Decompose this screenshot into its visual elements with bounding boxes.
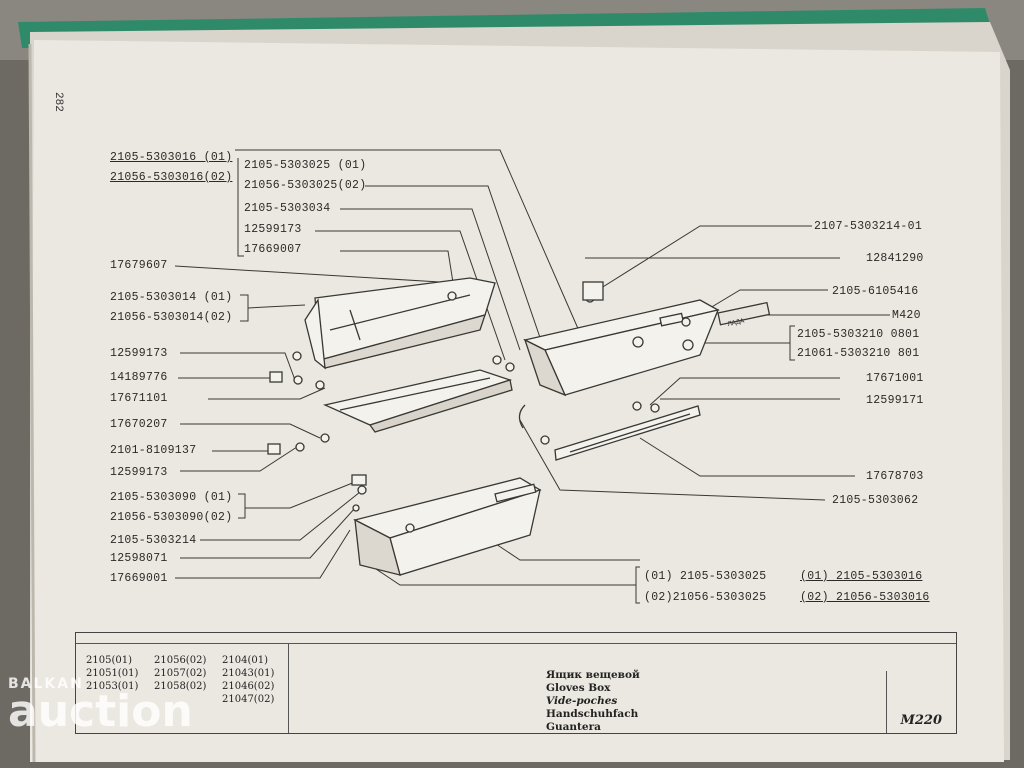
watermark-line2: auction <box>8 686 193 737</box>
model-code: 2104(01) <box>222 655 268 666</box>
part-label: 21056-5303016(02) <box>110 171 233 184</box>
part-label: 21056-5303014(02) <box>110 311 233 324</box>
part-label: 14189776 <box>110 371 168 384</box>
title-fr: Vide-poches <box>546 695 618 707</box>
part-label: 2105-5303016 (01) <box>110 151 233 164</box>
book-page <box>30 40 1004 762</box>
model-code: 21051(01) <box>86 668 139 679</box>
part-label: 2105-6105416 <box>832 285 919 298</box>
part-label: 12599171 <box>866 394 924 407</box>
part-label: 2105-5303025 (01) <box>244 159 367 172</box>
part-label: (01) 2105-5303016 <box>800 570 923 583</box>
part-label: 17669001 <box>110 572 168 585</box>
model-code: 21046(02) <box>222 681 275 692</box>
part-label: 17669007 <box>244 243 302 256</box>
part-label: 21056-5303090(02) <box>110 511 233 524</box>
catalog-footer: 2105(01) 21056(02) 2104(01) 21051(01) 21… <box>75 632 957 734</box>
part-label: 2105-5303034 <box>244 202 331 215</box>
lid-lower <box>353 477 542 576</box>
part-label: 17671101 <box>110 392 168 405</box>
title-de: Handschuhfach <box>546 708 639 720</box>
title-en: Gloves Box <box>546 682 611 694</box>
page-code: M220 <box>900 713 942 728</box>
parts-illustration <box>267 277 771 576</box>
model-code: 21053(01) <box>86 681 139 692</box>
part-label: (02)21056-5303025 <box>644 591 767 604</box>
part-label: 12599173 <box>110 466 168 479</box>
part-label: 2105-5303090 (01) <box>110 491 233 504</box>
page-number: 282 <box>52 92 64 112</box>
part-label: 17670207 <box>110 418 168 431</box>
part-label: (01) 2105-5303025 <box>644 570 767 583</box>
part-label: 17671001 <box>866 372 924 385</box>
model-code: 21056(02) <box>154 655 207 666</box>
part-label: 2107-5303214-01 <box>814 220 923 233</box>
part-label: 2105-5303210 0801 <box>797 328 920 341</box>
title-ru: Ящик вещевой <box>546 669 640 681</box>
part-label: 12598071 <box>110 552 168 565</box>
part-label: (02) 21056-5303016 <box>800 591 930 604</box>
model-code: 21058(02) <box>154 681 207 692</box>
watermark: BALKAN auction <box>8 676 193 734</box>
part-label: 2105-5303214 <box>110 534 197 547</box>
title-es: Guantera <box>546 721 601 733</box>
leader-lines <box>174 149 890 604</box>
model-code: 21043(01) <box>222 668 275 679</box>
model-code: 21047(02) <box>222 694 275 705</box>
part-label: 2105-5303014 (01) <box>110 291 233 304</box>
model-code: 21057(02) <box>154 668 207 679</box>
lada-badge: ЛАДА <box>727 317 746 328</box>
part-label: 2105-5303062 <box>832 494 919 507</box>
part-label: 21061-5303210 801 <box>797 347 920 360</box>
part-label: 12599173 <box>110 347 168 360</box>
part-label: 21056-5303025(02) <box>244 179 367 192</box>
watermark-line1: BALKAN <box>8 676 84 692</box>
part-label: 2101-8109137 <box>110 444 197 457</box>
lid-upper <box>523 299 720 397</box>
part-label: M420 <box>892 309 921 322</box>
part-label: 12841290 <box>866 252 924 265</box>
part-label: 12599173 <box>244 223 302 236</box>
hinge-plate <box>322 369 513 433</box>
model-code: 2105(01) <box>86 655 132 666</box>
hinge-rail <box>554 405 701 461</box>
part-label: 17679607 <box>110 259 168 272</box>
part-label: 17678703 <box>866 470 924 483</box>
